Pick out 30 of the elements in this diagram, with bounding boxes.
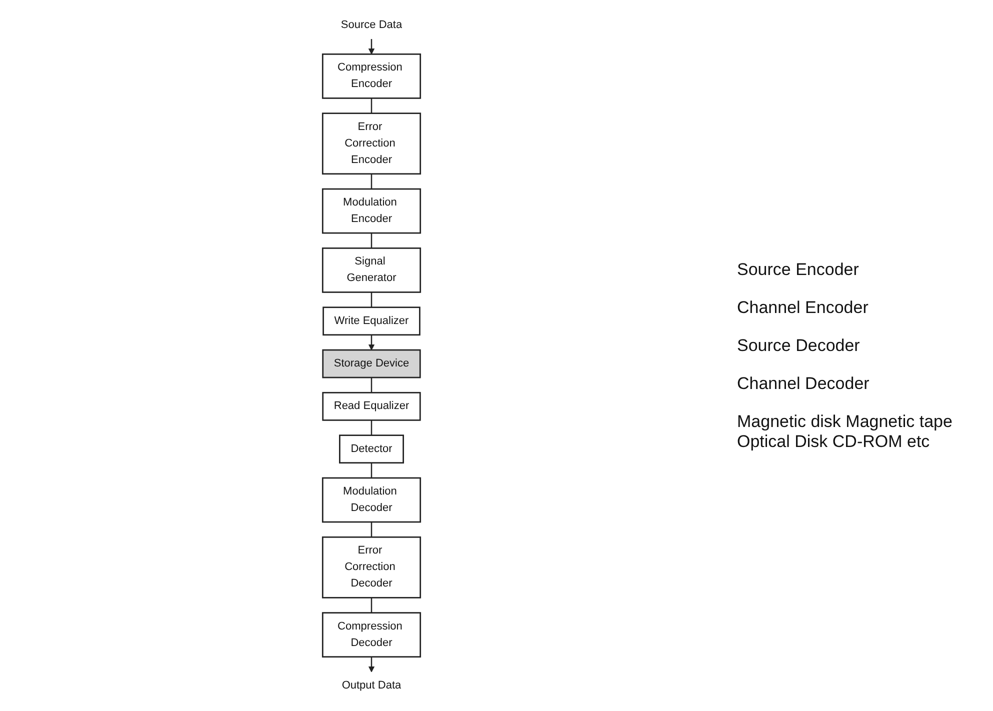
connector <box>370 98 372 114</box>
connector <box>370 233 372 248</box>
arrow <box>368 39 375 54</box>
node-text: Source Data <box>340 19 402 31</box>
annotation-text: Channel Encoder <box>737 298 870 318</box>
node-box: Storage Device <box>322 349 421 378</box>
annotation-text: Source Decoder <box>737 336 861 356</box>
annotation-text: Source Encoder <box>737 260 860 280</box>
arrow <box>368 334 375 350</box>
annotation-text: Channel Decoder <box>737 374 870 394</box>
connector <box>370 462 372 478</box>
connector <box>370 174 372 189</box>
node-box: Write Equalizer <box>322 306 420 336</box>
node-box: Compression Encoder <box>322 53 422 99</box>
node-box: Signal Generator <box>322 247 422 293</box>
node-text: Output Data <box>342 680 402 692</box>
annotation-text: Magnetic disk Magnetic tape Optical Disk CD-ROM etc <box>737 412 954 452</box>
connector <box>370 522 372 538</box>
node-box: Modulation Encoder <box>322 188 422 234</box>
connector <box>370 292 372 308</box>
node-box: Detector <box>339 434 404 464</box>
node-box: Compression Decoder <box>322 612 422 658</box>
node-box: Modulation Decoder <box>322 477 422 523</box>
connector <box>370 420 372 436</box>
node-box: Read Equalizer <box>322 392 421 421</box>
arrow <box>368 656 375 672</box>
node-box: Error Correction Encoder <box>322 112 422 175</box>
connector <box>370 378 372 393</box>
connector <box>370 598 372 613</box>
node-box: Error Correction Decoder <box>322 536 422 598</box>
